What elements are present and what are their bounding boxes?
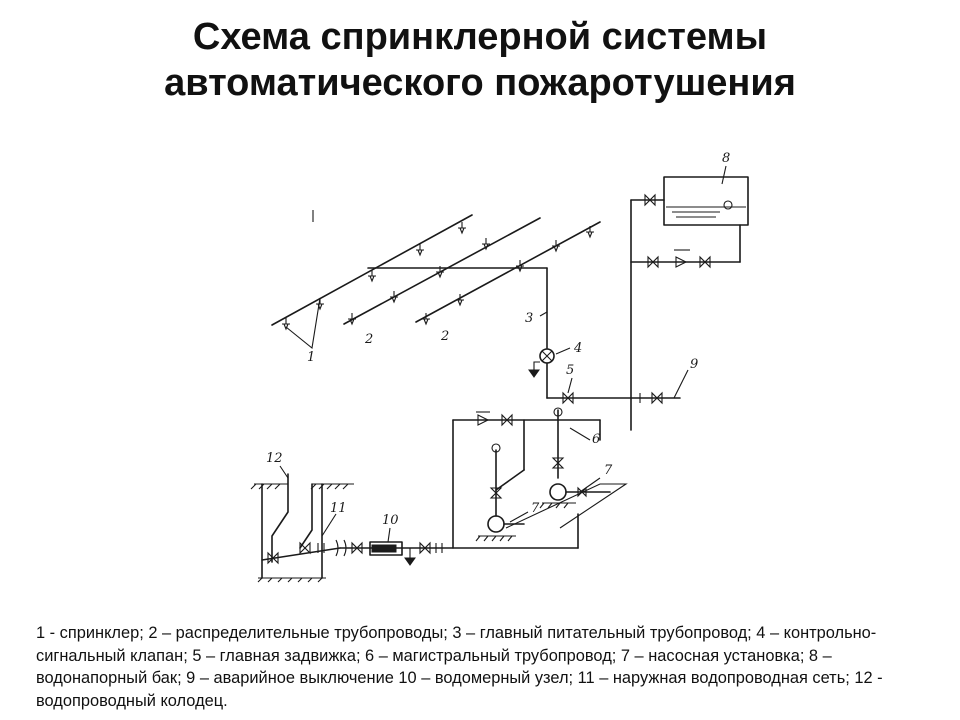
tank-inlet-valve bbox=[644, 193, 656, 207]
sprinkler bbox=[390, 291, 398, 304]
branch-pipe-3 bbox=[415, 221, 601, 323]
sprinkler bbox=[586, 226, 594, 239]
label-7a: 7 bbox=[604, 463, 613, 478]
supply-valve-2 bbox=[299, 541, 311, 555]
water-meter-unit bbox=[369, 527, 443, 566]
sprinkler bbox=[348, 313, 356, 326]
magistral-check-valve bbox=[477, 414, 490, 426]
branch-pipe-2 bbox=[343, 217, 541, 325]
label-6: 6 bbox=[592, 432, 600, 447]
label-7b: 7 bbox=[531, 501, 540, 516]
label-4: 4 bbox=[573, 341, 582, 356]
control-signal-valve bbox=[528, 347, 571, 399]
label-12: 12 bbox=[266, 451, 283, 466]
water-well bbox=[250, 465, 354, 583]
label-3: 3 bbox=[525, 311, 533, 326]
sprinkler bbox=[516, 260, 524, 273]
supply-valve bbox=[267, 551, 279, 565]
sprinklers bbox=[282, 222, 594, 331]
leader-11 bbox=[321, 513, 337, 537]
water-tower-tank bbox=[663, 165, 749, 226]
legend-text: 1 - спринклер; 2 – распределительные тру… bbox=[36, 624, 883, 710]
pump-unit-upper bbox=[539, 477, 611, 509]
main-gate-valve bbox=[562, 377, 574, 405]
label-5: 5 bbox=[566, 363, 574, 378]
magistral-valve bbox=[501, 413, 513, 427]
label-11: 11 bbox=[330, 501, 347, 516]
sprinkler bbox=[436, 266, 444, 279]
emergency-shutoff-valve bbox=[639, 369, 689, 405]
magistral-pipeline bbox=[452, 407, 601, 549]
label-8: 8 bbox=[722, 151, 730, 166]
sprinkler bbox=[552, 240, 560, 253]
sprinkler bbox=[368, 270, 376, 283]
pump-riser-valve bbox=[551, 457, 565, 469]
tank-outlet-valve-2 bbox=[699, 255, 711, 269]
label-10: 10 bbox=[382, 513, 399, 528]
leader-6 bbox=[569, 427, 591, 441]
sprinkler-system-diagram: 1 2 2 3 4 5 6 7 7 8 9 10 11 12 bbox=[250, 151, 749, 583]
main-feed-pipe bbox=[367, 267, 548, 349]
suction-platform bbox=[505, 483, 628, 529]
sprinkler bbox=[458, 222, 466, 235]
title-line-1: Схема спринклерной системы bbox=[192, 16, 768, 58]
leader-1 bbox=[285, 297, 321, 350]
outdoor-water-network bbox=[261, 513, 579, 565]
sprinkler bbox=[416, 244, 424, 257]
riser-to-tank bbox=[630, 193, 741, 431]
sprinkler bbox=[456, 294, 464, 307]
tank-outlet-check-valve bbox=[675, 256, 688, 268]
title-line-2: автоматического пожаротушения bbox=[164, 62, 796, 104]
pressure-gauge-icon bbox=[553, 407, 563, 417]
page-title: Схема спринклерной системы автоматическо… bbox=[0, 14, 960, 106]
label-9: 9 bbox=[690, 357, 698, 372]
leader-3 bbox=[539, 311, 548, 317]
sprinkler bbox=[482, 238, 490, 251]
sprinkler bbox=[282, 318, 290, 331]
label-1: 1 bbox=[307, 350, 315, 365]
tank-outlet-valve-1 bbox=[647, 255, 659, 269]
label-2b: 2 bbox=[440, 329, 449, 344]
supply-pipe bbox=[261, 547, 341, 561]
pump-unit-lower bbox=[475, 443, 529, 542]
sprinkler bbox=[422, 313, 430, 326]
label-2a: 2 bbox=[364, 332, 373, 347]
